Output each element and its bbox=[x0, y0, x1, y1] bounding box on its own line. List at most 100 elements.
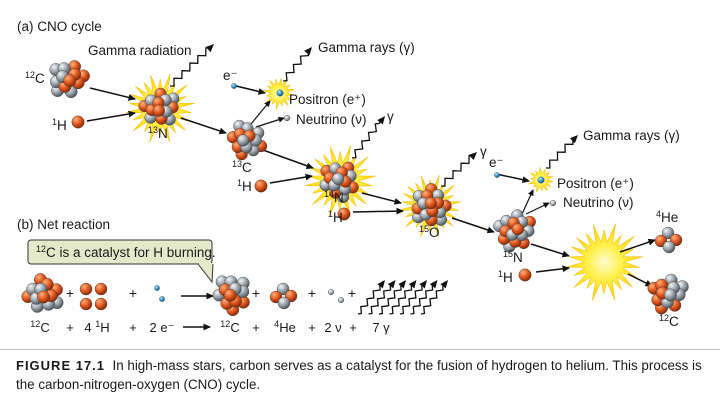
electron-label-1: e⁻ bbox=[223, 68, 238, 83]
gamma-wave-n14-head bbox=[377, 116, 385, 125]
gamma-wave-o15 bbox=[440, 154, 473, 187]
equation-proton-3 bbox=[79, 297, 93, 311]
gamma-rays-label-1: Gamma rays (γ) bbox=[318, 40, 415, 55]
equation-electron-1 bbox=[154, 285, 160, 291]
arrow-fusion-to-c12 bbox=[627, 273, 653, 287]
figure-number: FIGURE 17.1 bbox=[16, 358, 106, 373]
nucleus-c13 bbox=[226, 119, 268, 161]
plus-sign: + bbox=[308, 285, 316, 301]
equation-electron-2 bbox=[159, 296, 165, 302]
isotope-label-h1-b: 1H bbox=[237, 178, 252, 194]
gamma-wave-n14 bbox=[351, 120, 382, 159]
equation-gamma-wave-6 bbox=[410, 284, 435, 315]
arrow-electron-2 bbox=[495, 173, 530, 183]
equation-nucleus-c12-out bbox=[212, 275, 250, 316]
equation-token: 2 e⁻ bbox=[150, 320, 175, 335]
isotope-label-h1-c: 1H bbox=[328, 209, 343, 225]
equation-proton-1 bbox=[79, 282, 93, 296]
nucleus-he4-out bbox=[654, 226, 683, 254]
gamma-label-2: γ bbox=[480, 144, 487, 159]
neutrino-2 bbox=[549, 199, 557, 207]
electron-label-2: e⁻ bbox=[489, 155, 504, 170]
arrow-electron-1 bbox=[231, 84, 266, 95]
gamma-wave-n13 bbox=[169, 47, 210, 87]
equation-gamma-wave-4-head bbox=[408, 280, 417, 289]
gamma-wave-positron-2-head bbox=[569, 135, 578, 144]
net-reaction-equation: 12C+4 1H+2 e⁻→12C+4He+2 ν+7 γ bbox=[30, 319, 390, 335]
nucleus-o15-nucleon bbox=[424, 197, 437, 210]
equation-pictorial-plus-signs: +++++ bbox=[66, 285, 356, 301]
proton-h1-d bbox=[518, 268, 532, 282]
gamma-label-1: γ bbox=[387, 109, 394, 124]
equation-token: 12C bbox=[220, 319, 239, 335]
gamma-radiation-label: Gamma radiation bbox=[88, 43, 192, 58]
equation-token: + bbox=[129, 320, 137, 335]
he4-nucleon bbox=[662, 240, 676, 254]
isotope-label-n15: 15N bbox=[503, 249, 523, 265]
neutrino-1 bbox=[283, 114, 291, 122]
equation-gamma-wave-2 bbox=[368, 284, 393, 315]
nucleus-c12-out bbox=[647, 273, 689, 315]
arrow-n15-to-neutrino bbox=[525, 202, 550, 215]
equation-gamma-wave-5 bbox=[399, 284, 424, 315]
arrow-h1-to-n14 bbox=[269, 173, 313, 184]
equation-nucleus-c12-in-nucleon bbox=[37, 290, 50, 304]
positron-2 bbox=[537, 176, 545, 184]
plus-sign: + bbox=[129, 285, 137, 301]
plus-sign: + bbox=[348, 285, 356, 301]
isotope-label-n14: 14N bbox=[324, 189, 344, 205]
nucleus-c13-nucleon bbox=[237, 134, 250, 147]
isotope-label-c12-out: 12C bbox=[659, 313, 679, 329]
equation-gamma-wave-5-head bbox=[419, 280, 427, 289]
section-a-label: (a) CNO cycle bbox=[17, 19, 102, 34]
arrow-n14-to-o15 bbox=[361, 192, 402, 205]
arrow-c13-to-n14 bbox=[262, 149, 314, 169]
proton-h1-b bbox=[254, 179, 268, 193]
gamma-wave-positron-1 bbox=[282, 51, 309, 82]
electron-1 bbox=[231, 83, 237, 89]
nucleus-c12-out-nucleon bbox=[663, 288, 677, 302]
gamma-wave-positron-1-head bbox=[304, 47, 312, 56]
equation-token: 12C bbox=[30, 319, 49, 335]
isotope-label-h1-d: 1H bbox=[498, 269, 513, 285]
he4-nucleon bbox=[277, 296, 291, 310]
equation-token: 7 γ bbox=[372, 320, 390, 335]
equation-nucleus-c12-out-nucleon bbox=[223, 288, 237, 302]
gamma-rays-label-2: Gamma rays (γ) bbox=[583, 128, 680, 143]
flash-fusion bbox=[566, 223, 643, 301]
figure-caption: FIGURE 17.1 In high-mass stars, carbon s… bbox=[16, 356, 710, 394]
neutrino-label-1: Neutrino (ν) bbox=[296, 112, 367, 127]
equation-nucleus-c12-in bbox=[21, 273, 64, 313]
positron-label-1: Positron (e⁺) bbox=[289, 92, 366, 107]
nucleus-c12-in bbox=[49, 60, 90, 99]
equation-token: 4 1H bbox=[84, 319, 109, 335]
equation-gamma-wave-4 bbox=[389, 284, 414, 315]
nucleus-n15-nucleon bbox=[511, 223, 524, 236]
equation-token: 2 ν bbox=[324, 320, 341, 335]
equation-token: + bbox=[252, 320, 260, 335]
equation-neutrino-2 bbox=[338, 297, 345, 304]
equation-gamma-wave-2-head bbox=[387, 280, 396, 289]
nucleus-n13 bbox=[138, 87, 180, 126]
arrow-n15-to-positron bbox=[521, 189, 534, 215]
gamma-wave-positron-2 bbox=[546, 138, 575, 169]
gamma-wave-o15-head bbox=[468, 152, 477, 160]
arrow-c13-to-neutrino bbox=[255, 116, 285, 128]
section-b-label: (b) Net reaction bbox=[17, 217, 110, 232]
proton-h1-a bbox=[71, 115, 85, 129]
arrow-o15-to-n15 bbox=[451, 217, 495, 234]
positron-label-2: Positron (e⁺) bbox=[557, 176, 634, 191]
arrow-c13-to-positron bbox=[250, 100, 271, 125]
equation-gamma-wave-3-head bbox=[398, 280, 406, 289]
catalyst-callout: 12C is a catalyst for H burning. bbox=[27, 239, 216, 284]
nucleus-n13-nucleon bbox=[152, 104, 165, 117]
equation-neutrino-1 bbox=[328, 289, 335, 296]
caption-divider bbox=[0, 349, 720, 350]
arrow-h1-to-n13 bbox=[86, 110, 136, 122]
arrow-h1-to-o15 bbox=[352, 207, 404, 215]
equation-gamma-wave-6-head bbox=[429, 280, 438, 289]
arrow-fusion-to-he4 bbox=[619, 238, 656, 253]
isotope-label-he4: 4He bbox=[656, 209, 678, 225]
proton-h1-c bbox=[337, 207, 351, 221]
isotope-label-c13: 13C bbox=[232, 159, 252, 175]
